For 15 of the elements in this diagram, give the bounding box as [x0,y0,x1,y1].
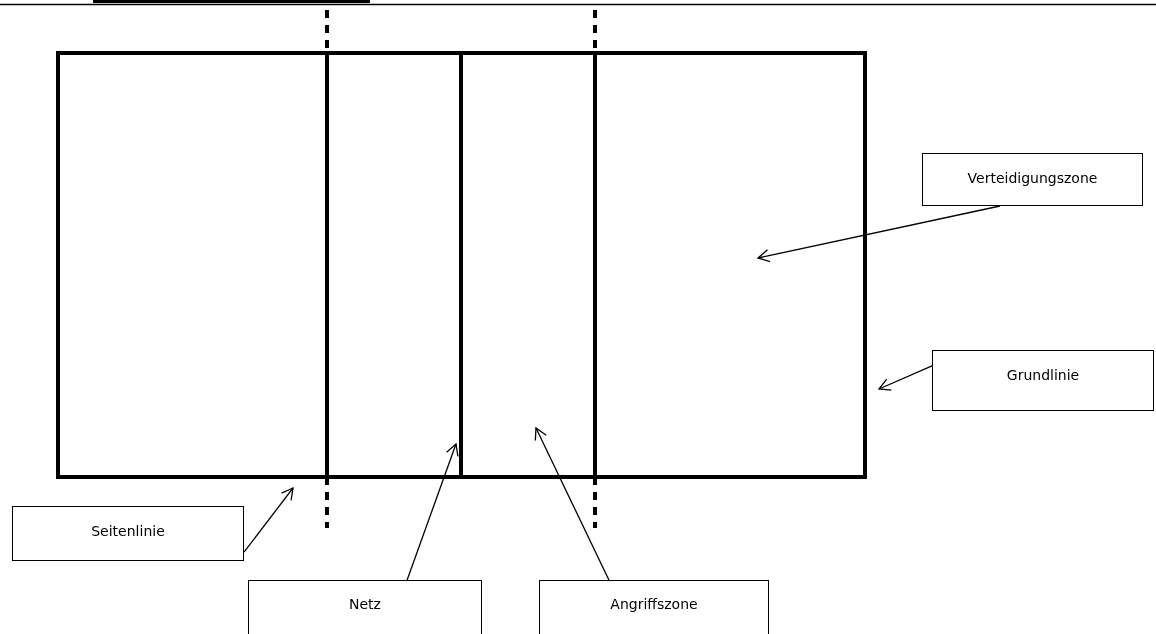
zone-label: Seitenlinie [91,523,165,539]
label-box [932,350,1154,411]
zone-label: Angriffszone [610,596,698,612]
leader-arrow [243,487,294,553]
leader-arrow [406,443,459,581]
leader-arrow [757,205,1001,263]
leader-arrow [534,427,610,581]
leader-arrow [878,365,933,391]
zone-label: Netz [349,596,381,612]
label-box [539,580,769,634]
zone-label: Grundlinie [1006,367,1080,383]
label-box [248,580,482,634]
zone-label: Verteidigungszone [967,170,1098,186]
label-box [922,153,1143,206]
label-box [12,506,244,561]
